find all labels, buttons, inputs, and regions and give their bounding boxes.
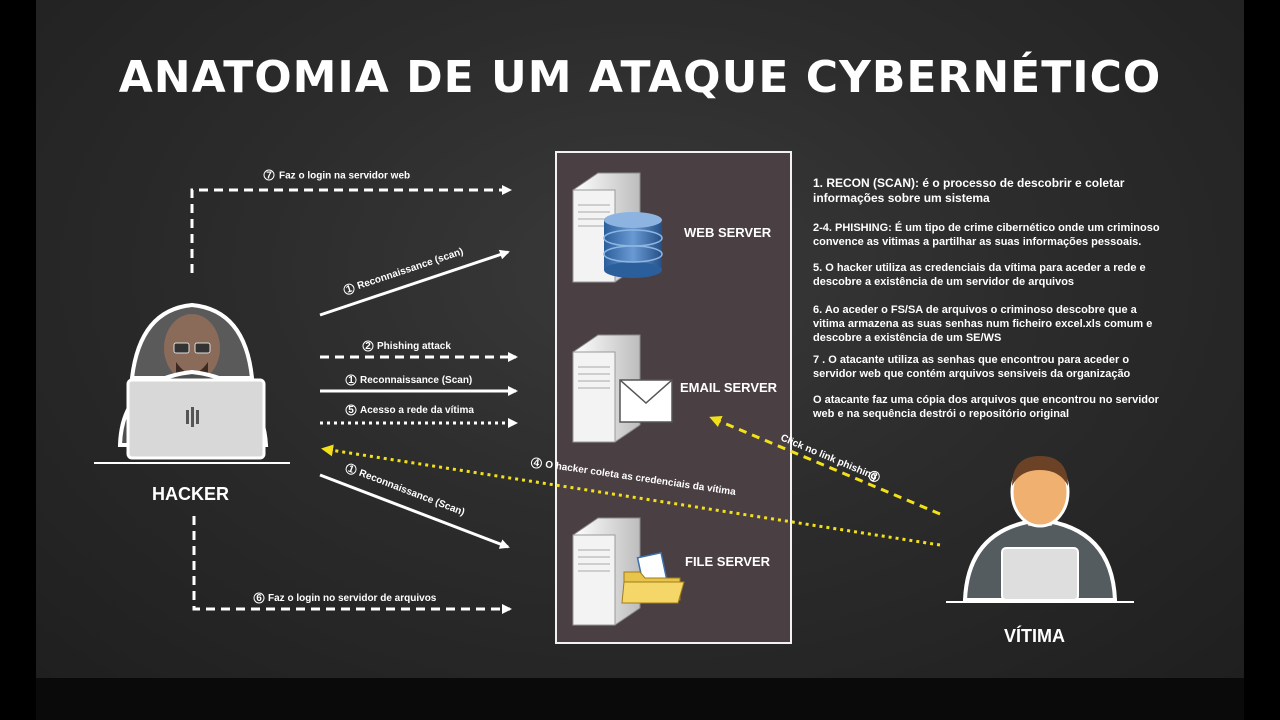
note-network-access: 5. O hacker utiliza as credenciais da ví… — [813, 262, 1146, 288]
step-badge — [345, 374, 357, 386]
note-recon: 1. RECON (SCAN): é o processo de descobr… — [813, 176, 1125, 205]
step-num-collect-credentials: 4 — [533, 458, 541, 470]
arrow-recon-file — [319, 473, 510, 549]
hacker-label: HACKER — [152, 484, 230, 504]
victim-icon — [946, 456, 1134, 603]
email-server-label: EMAIL SERVER — [680, 380, 778, 395]
label-recon-email: Reconnaissance (Scan) — [360, 375, 472, 386]
folder-icon — [621, 551, 685, 604]
label-collect-credentials: O hacker coleta as credenciais da vítima — [544, 459, 736, 498]
label-login-file: Faz o login no servidor de arquivos — [268, 593, 437, 604]
envelope-icon — [619, 379, 673, 423]
label-network-access: Acesso a rede da vítima — [360, 405, 474, 416]
page-title: ANATOMIA DE UM ATAQUE CYBERNÉTICO — [118, 52, 1162, 103]
step-badge — [345, 404, 357, 416]
victim-label: VÍTIMA — [1004, 626, 1065, 646]
arrow-click-link — [709, 415, 941, 516]
label-click-link: Click no link phishing — [779, 433, 879, 483]
arrow-recon-web — [319, 249, 510, 317]
step-num-click-link: 3 — [869, 471, 879, 483]
step-num-login-web: 7 — [266, 171, 272, 182]
database-icon — [603, 212, 663, 278]
arrow-login-web — [190, 185, 512, 273]
file-server-label: FILE SERVER — [685, 554, 771, 569]
bottom-bar — [36, 678, 1244, 720]
step-num-recon-file: 1 — [346, 464, 356, 476]
step-num-recon-web: 1 — [345, 283, 354, 295]
arrow-login-file — [192, 516, 512, 614]
step-num-login-file: 6 — [256, 593, 262, 604]
note-phishing: 2-4. PHISHING: É um tipo de crime cibern… — [813, 222, 1160, 248]
web-server-label: WEB SERVER — [684, 225, 772, 240]
note-web-login: 7 . O atacante utiliza as senhas que enc… — [813, 354, 1131, 380]
note-file-server: 6. Ao aceder o FS/SA de arquivos o crimi… — [813, 304, 1153, 344]
step-num-phishing: 2 — [365, 341, 371, 352]
step-num-network-access: 5 — [348, 405, 354, 416]
label-phishing: Phishing attack — [377, 341, 451, 352]
step-num-recon-email: 1 — [348, 375, 354, 386]
step-badge — [362, 340, 374, 352]
arrow-collect-credentials — [321, 444, 941, 547]
step-badge — [263, 169, 275, 181]
note-copy-destroy: O atacante faz uma cópia dos arquivos qu… — [813, 394, 1159, 420]
step-badge — [253, 592, 265, 604]
hacker-icon — [94, 302, 290, 464]
label-login-web: Faz o login na servidor web — [279, 171, 410, 182]
